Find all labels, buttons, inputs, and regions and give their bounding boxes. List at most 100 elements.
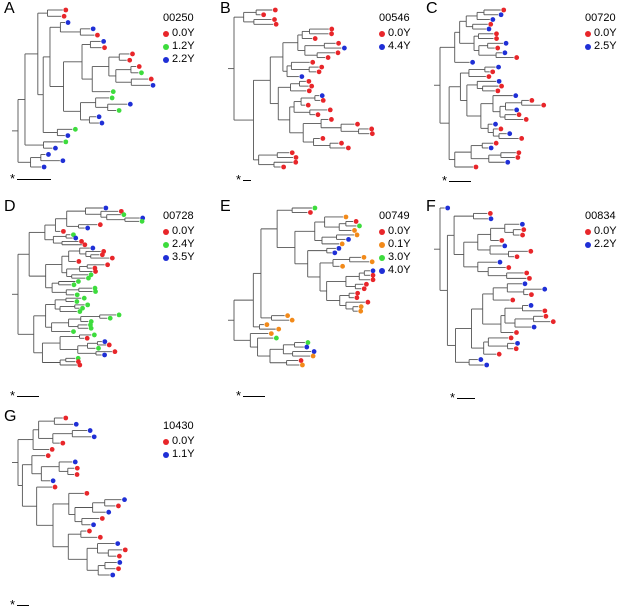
legend-item: 0.0Y <box>163 435 195 448</box>
tree-tip-dot <box>91 522 96 528</box>
tree-tip-dot <box>106 509 112 515</box>
legend-title: 00546 <box>379 12 410 24</box>
panel-letter: D <box>4 198 16 215</box>
tree-tip-dot <box>470 59 475 65</box>
tree-tip-dot <box>73 421 79 427</box>
tree-tip-dot <box>293 159 299 165</box>
tree-tip-dot <box>310 59 316 65</box>
root-star-icon: * <box>450 390 456 405</box>
tree-tip-dot <box>300 362 305 368</box>
tree-tip-dot <box>370 277 376 283</box>
tree-tip-dot <box>97 222 103 228</box>
tree-tip-dot <box>130 51 135 57</box>
tree-tip-dot <box>503 40 509 46</box>
tree-tip-dot <box>71 329 76 334</box>
tree-tip-dot <box>139 218 145 224</box>
tree-tip-dot <box>115 541 121 546</box>
legend-item: 0.1Y <box>379 238 411 251</box>
tree-tip-dot <box>96 345 101 351</box>
scale-bar: * <box>10 171 52 186</box>
tree-tip-dot <box>329 31 334 37</box>
tree-tip-dot <box>148 76 154 82</box>
tree-tip-dot <box>299 74 305 80</box>
panel-letter: G <box>4 408 17 425</box>
legend-item: 0.0Y <box>379 27 411 40</box>
tree-tip-dot <box>109 95 115 101</box>
tree-tip-dot <box>364 281 369 287</box>
scale-bar: * <box>10 597 30 612</box>
legend-label: 2.4Y <box>172 238 195 250</box>
tree-tip-dot <box>499 83 504 89</box>
tree-tip-dot <box>498 126 504 132</box>
tree-tip-dot <box>71 232 76 238</box>
tree-tip-dot <box>65 133 71 139</box>
tree-tip-dot <box>343 214 349 220</box>
tree-tip-dot <box>361 286 367 292</box>
legend-label: 3.0Y <box>388 251 411 263</box>
legend-dot-icon <box>379 43 385 50</box>
phylogenetic-tree <box>228 205 376 368</box>
legend-item: 3.0Y <box>379 251 411 264</box>
tree-tip-dot <box>99 516 105 521</box>
tree-tip-dot <box>264 322 270 328</box>
scale-bar: * <box>236 389 266 402</box>
tree-tip-dot <box>521 227 527 233</box>
tree-tip-dot <box>116 553 122 559</box>
tree-tip-dot <box>150 82 156 88</box>
tree-tip-dot <box>496 351 502 357</box>
legend-item: 4.0Y <box>379 264 411 277</box>
tree-tip-dot <box>76 279 81 284</box>
tree-tip-dot <box>352 228 357 233</box>
tree-tip-dot <box>60 440 66 446</box>
tree-tip-dot <box>327 107 333 113</box>
tree-tip-dot <box>316 69 322 75</box>
legend-dot-icon <box>163 56 169 63</box>
tree-tip-dot <box>49 447 55 452</box>
tree-tip-dot <box>484 362 490 368</box>
tree-tip-dot <box>329 117 334 122</box>
phylogenetic-tree <box>434 205 556 368</box>
tree-tip-dot <box>329 26 335 32</box>
tree-tip-dot <box>514 55 520 60</box>
tree-tip-dot <box>339 140 344 146</box>
tree-tip-dot <box>127 101 133 107</box>
tree-tip-dot <box>72 459 78 465</box>
legend-label: 2.5Y <box>594 40 617 52</box>
root-star-icon: * <box>10 597 16 612</box>
tree-tip-dot <box>276 326 282 332</box>
tree-tip-dot <box>514 254 520 260</box>
legend-item: 0.0Y <box>163 27 195 40</box>
tree-tip-dot <box>505 159 511 165</box>
tree-tip-dot <box>50 478 56 484</box>
legend-dot-icon <box>585 241 591 248</box>
tree-tip-dot <box>519 136 525 141</box>
tree-tip-dot <box>312 36 318 41</box>
tree-tip-dot <box>513 93 519 99</box>
tree-tip-dot <box>527 275 532 281</box>
tree-tip-dot <box>312 205 318 211</box>
tree-tip-dot <box>87 528 92 534</box>
tree-tip-dot <box>80 305 85 311</box>
tree-tip-dot <box>309 83 315 89</box>
tree-tip-dot <box>513 346 519 352</box>
tree-tip-dot <box>528 248 534 254</box>
legend-label: 1.2Y <box>172 40 195 52</box>
tree-tip-dot <box>325 55 331 60</box>
scale-bar: * <box>10 389 40 402</box>
panel-letter: E <box>220 198 231 215</box>
tree-tip-dot <box>82 242 88 248</box>
tree-tip-dot <box>498 12 504 18</box>
tree-tip-dot <box>112 349 118 355</box>
tree-tip-dot <box>515 340 520 346</box>
tree-tip-dot <box>101 39 107 44</box>
tree-tip-dot <box>490 69 496 75</box>
legend-item: 2.2Y <box>585 238 617 251</box>
phylogenetic-tree <box>228 7 375 170</box>
panel-letter: A <box>4 0 15 17</box>
legend-label: 2.2Y <box>594 238 617 250</box>
tree-tip-dot <box>495 88 501 94</box>
root-star-icon: * <box>10 171 16 186</box>
